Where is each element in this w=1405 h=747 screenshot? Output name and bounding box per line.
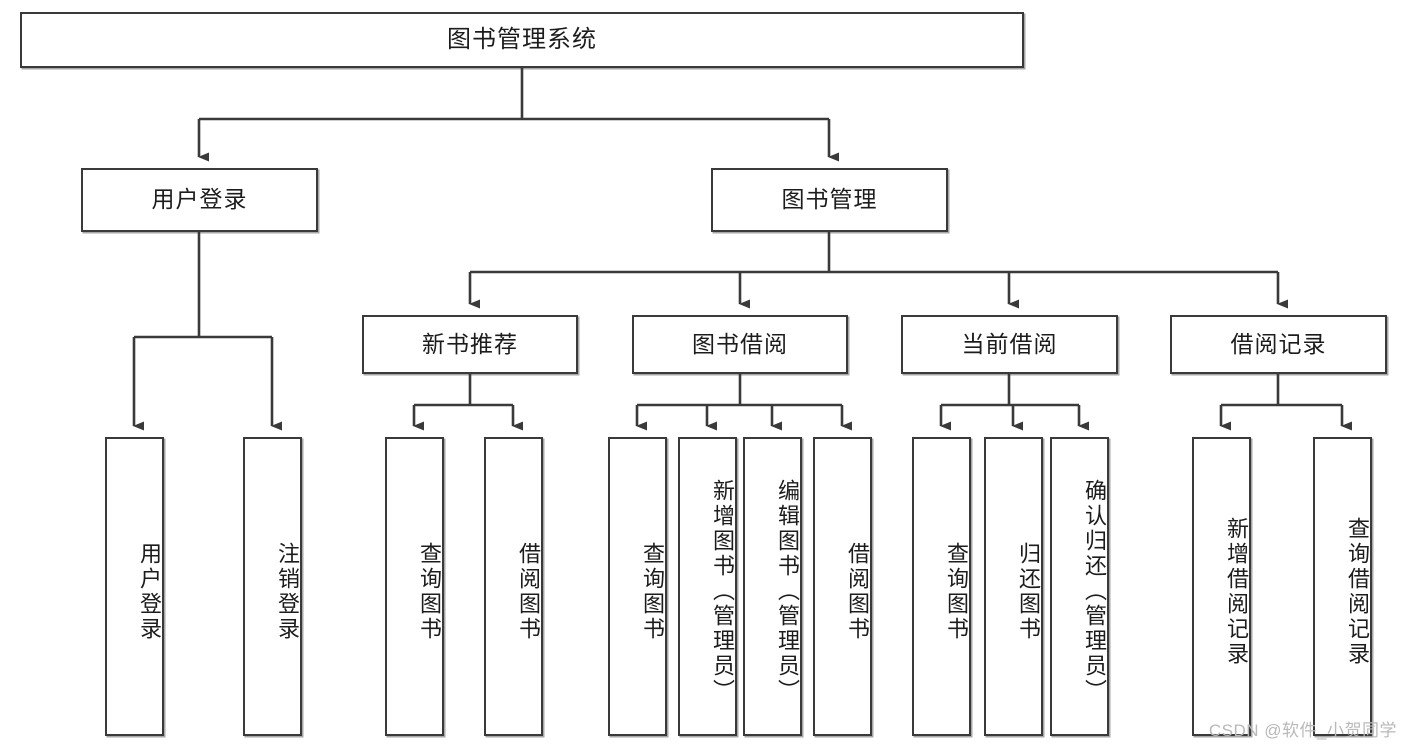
node-label: 借阅图书 <box>516 541 541 642</box>
node-book-manage[interactable]: 图书管理 <box>711 168 948 232</box>
node-label: 新增借阅记录 <box>1224 516 1249 667</box>
node-label: 新增图书（管理员） <box>710 479 735 704</box>
node-label: 编辑图书（管理员） <box>775 479 800 704</box>
node-leaf-user-login[interactable]: 用户登录 <box>105 437 164 736</box>
node-borrow-record[interactable]: 借阅记录 <box>1170 315 1387 374</box>
node-label: 当前借阅 <box>961 330 1058 357</box>
node-leaf-add-record[interactable]: 新增借阅记录 <box>1192 437 1251 736</box>
node-label: 查询图书 <box>944 541 969 642</box>
node-leaf-logout[interactable]: 注销登录 <box>243 437 302 736</box>
node-label: 查询图书 <box>417 541 442 642</box>
node-leaf-query-book-3[interactable]: 查询图书 <box>912 437 971 736</box>
node-book-borrow[interactable]: 图书借阅 <box>632 315 848 374</box>
node-label: 用户登录 <box>137 541 162 642</box>
node-label: 查询图书 <box>640 541 665 642</box>
node-label: 借阅图书 <box>845 541 870 642</box>
node-label: 注销登录 <box>275 541 300 642</box>
node-label: 图书管理系统 <box>447 25 597 53</box>
node-label: 图书借阅 <box>692 330 788 357</box>
node-leaf-return-book[interactable]: 归还图书 <box>984 437 1043 736</box>
node-leaf-query-record[interactable]: 查询借阅记录 <box>1313 437 1372 736</box>
node-label: 确认归还（管理员） <box>1082 479 1107 704</box>
node-label: 归还图书 <box>1016 541 1041 642</box>
node-leaf-borrow-book-1[interactable]: 借阅图书 <box>484 437 543 736</box>
node-label: 用户登录 <box>151 186 248 213</box>
node-label: 新书推荐 <box>422 330 518 357</box>
node-label: 图书管理 <box>781 186 878 213</box>
watermark-text: CSDN @软件_小贺同学 <box>1208 721 1397 740</box>
node-leaf-query-book-1[interactable]: 查询图书 <box>385 437 444 736</box>
node-current-borrow[interactable]: 当前借阅 <box>901 315 1118 374</box>
node-user-login[interactable]: 用户登录 <box>81 168 318 232</box>
node-root[interactable]: 图书管理系统 <box>20 12 1024 68</box>
node-label: 借阅记录 <box>1230 330 1327 357</box>
node-leaf-confirm-return[interactable]: 确认归还（管理员） <box>1050 437 1109 736</box>
node-leaf-borrow-book-2[interactable]: 借阅图书 <box>813 437 872 736</box>
node-leaf-add-book[interactable]: 新增图书（管理员） <box>678 437 737 736</box>
node-leaf-query-book-2[interactable]: 查询图书 <box>608 437 667 736</box>
node-label: 查询借阅记录 <box>1345 516 1370 667</box>
node-new-book-recommend[interactable]: 新书推荐 <box>362 315 578 374</box>
node-leaf-edit-book[interactable]: 编辑图书（管理员） <box>743 437 802 736</box>
